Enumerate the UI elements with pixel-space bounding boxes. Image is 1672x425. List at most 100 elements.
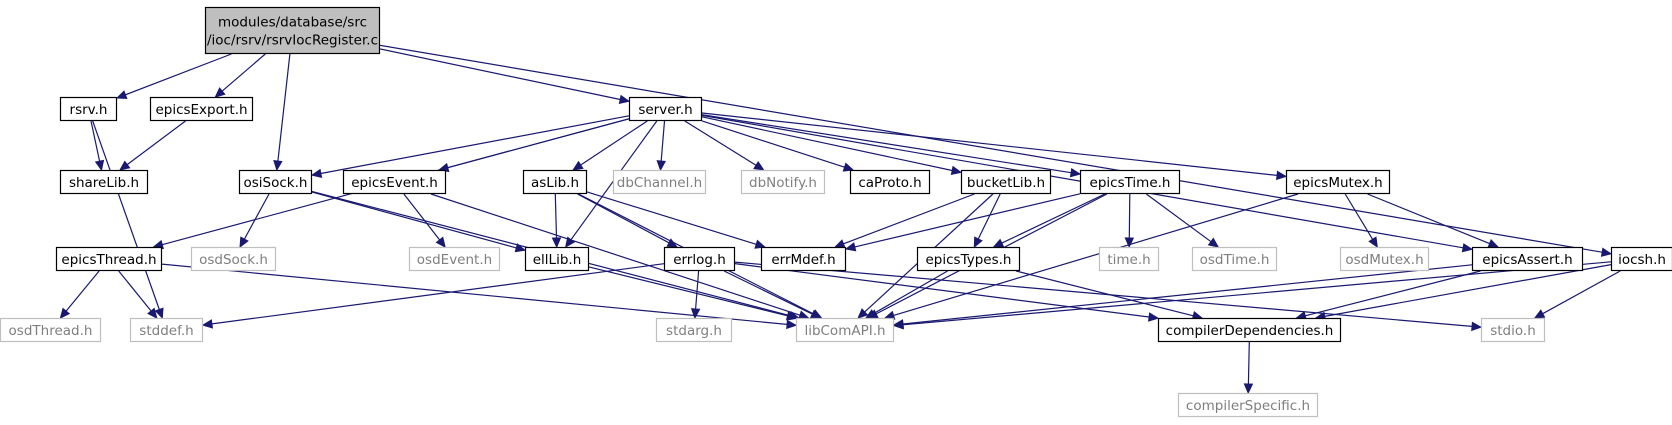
- edge-line: [379, 44, 1603, 253]
- node-osdTime-h: osdTime.h: [1191, 246, 1278, 272]
- edge-epicsMutex_h-to-epicsAssert_h: [1367, 193, 1500, 248]
- arrowhead-icon: [842, 162, 855, 172]
- node-box: [0, 317, 102, 343]
- arrowhead-icon: [973, 236, 983, 249]
- node-errlog-h[interactable]: errlog.h: [663, 246, 736, 272]
- edge-line: [580, 120, 648, 166]
- edge-line: [588, 266, 788, 317]
- node-epicsExport-h[interactable]: epicsExport.h: [149, 96, 254, 122]
- node-time-h: time.h: [1098, 246, 1160, 272]
- edge-line: [554, 193, 558, 239]
- edge-ellLib_h-to-libComAPI_h: [588, 266, 798, 321]
- arrowhead-icon: [753, 160, 765, 171]
- node-box: [795, 317, 895, 343]
- arrowhead-icon: [1533, 309, 1546, 319]
- arrowhead-icon: [1124, 237, 1135, 249]
- edge-errlog_h-to-compilerDependencies_h: [734, 263, 1160, 322]
- arrowhead-icon: [844, 242, 857, 252]
- arrowhead-icon: [992, 238, 1005, 248]
- node-dbNotify-h: dbNotify.h: [740, 169, 826, 195]
- edge-line: [311, 191, 517, 249]
- arrowhead-icon: [1471, 321, 1483, 332]
- arrowhead-icon: [785, 311, 798, 321]
- node-epicsThread-h[interactable]: epicsThread.h: [55, 246, 163, 272]
- arrowhead-icon: [690, 308, 701, 320]
- node-caProto-h[interactable]: caProto.h: [849, 169, 931, 195]
- node-label: bucketLib.h: [967, 175, 1045, 191]
- node-label: stddef.h: [139, 323, 193, 339]
- node-rsrv-h[interactable]: rsrv.h: [59, 96, 118, 122]
- node-iocsh-h[interactable]: iocsh.h: [1610, 246, 1672, 272]
- edge-osiSock_h-to-ellLib_h: [311, 191, 527, 253]
- node-label: iocsh.h: [1618, 252, 1666, 268]
- edge-line: [843, 193, 975, 245]
- node-box: [849, 169, 931, 195]
- node-box: [760, 246, 847, 272]
- node-epicsMutex-h[interactable]: epicsMutex.h: [1285, 169, 1391, 195]
- edge-server_h-to-asLib_h: [572, 120, 648, 171]
- arrowhead-icon: [618, 94, 631, 105]
- node-label: stdio.h: [1490, 323, 1536, 339]
- node-box: [1339, 246, 1430, 272]
- edge-line: [126, 120, 186, 166]
- node-ellLib-h[interactable]: ellLib.h: [524, 246, 590, 272]
- arrowhead-icon: [514, 243, 527, 253]
- edge-line: [118, 270, 152, 312]
- node-box: [59, 169, 149, 195]
- node-bucketLib-h[interactable]: bucketLib.h: [960, 169, 1052, 195]
- node-osiSock-h[interactable]: osiSock.h: [238, 169, 313, 195]
- edge-line: [403, 193, 441, 241]
- node-epicsTypes-h[interactable]: epicsTypes.h: [916, 246, 1021, 272]
- edge-root-to-iocsh_h: [379, 44, 1613, 257]
- edge-line: [221, 53, 266, 92]
- node-epicsTime-h[interactable]: epicsTime.h: [1079, 169, 1181, 195]
- node-label: osdEvent.h: [417, 252, 492, 268]
- node-box: [1480, 317, 1546, 343]
- node-label: osdSock.h: [199, 252, 268, 268]
- edge-errlog_h-to-stdio_h: [734, 261, 1483, 332]
- node-server-h[interactable]: server.h: [628, 96, 703, 122]
- edge-iocsh_h-to-stdio_h: [1533, 270, 1621, 319]
- arrowhead-icon: [239, 236, 249, 249]
- node-box: [1098, 246, 1160, 272]
- node-label: epicsTime.h: [1090, 175, 1171, 191]
- node-root[interactable]: modules/database/src/ioc/rsrv/rsrvIocReg…: [204, 6, 381, 55]
- arrowhead-icon: [1148, 312, 1160, 322]
- edge-server_h-to-osiSock_h: [310, 115, 630, 179]
- node-label: stdarg.h: [666, 323, 722, 339]
- arrowhead-icon: [1487, 239, 1500, 248]
- node-osdEvent-h: osdEvent.h: [408, 246, 501, 272]
- arrowhead-icon: [754, 239, 766, 249]
- node-epicsEvent-h[interactable]: epicsEvent.h: [342, 169, 447, 195]
- node-epicsAssert-h[interactable]: epicsAssert.h: [1471, 246, 1584, 272]
- node-label: rsrv.h: [70, 102, 108, 118]
- edge-line: [977, 193, 1001, 240]
- arrowhead-icon: [1461, 243, 1474, 253]
- edge-line: [1128, 193, 1131, 239]
- node-shareLib-h[interactable]: shareLib.h: [59, 169, 149, 195]
- edge-line: [701, 112, 1278, 176]
- arrowhead-icon: [892, 320, 904, 330]
- node-label: epicsEvent.h: [351, 175, 438, 191]
- node-box: [663, 246, 736, 272]
- node-libComAPI-h: libComAPI.h: [795, 317, 895, 343]
- edge-epicsMutex_h-to-osdMutex_h: [1344, 193, 1378, 249]
- edge-line: [1015, 270, 1194, 317]
- node-label: dbNotify.h: [749, 175, 817, 191]
- node-label: modules/database/src: [218, 15, 367, 31]
- node-label: dbChannel.h: [617, 175, 702, 191]
- node-compilerDependencies-h[interactable]: compilerDependencies.h: [1157, 317, 1342, 343]
- edge-line: [902, 261, 1612, 326]
- node-box: [149, 96, 254, 122]
- arrowhead-icon: [833, 239, 846, 249]
- arrowhead-icon: [273, 160, 283, 172]
- edge-asLib_h-to-errMdef_h: [586, 191, 766, 249]
- node-asLib-h[interactable]: asLib.h: [522, 169, 588, 195]
- node-box: [59, 96, 118, 122]
- node-errMdef-h[interactable]: errMdef.h: [760, 246, 847, 272]
- edge-line: [1305, 270, 1481, 317]
- node-box: [916, 246, 1021, 272]
- node-box: [1610, 246, 1672, 272]
- node-box: [55, 246, 163, 272]
- edge-line: [734, 263, 1150, 318]
